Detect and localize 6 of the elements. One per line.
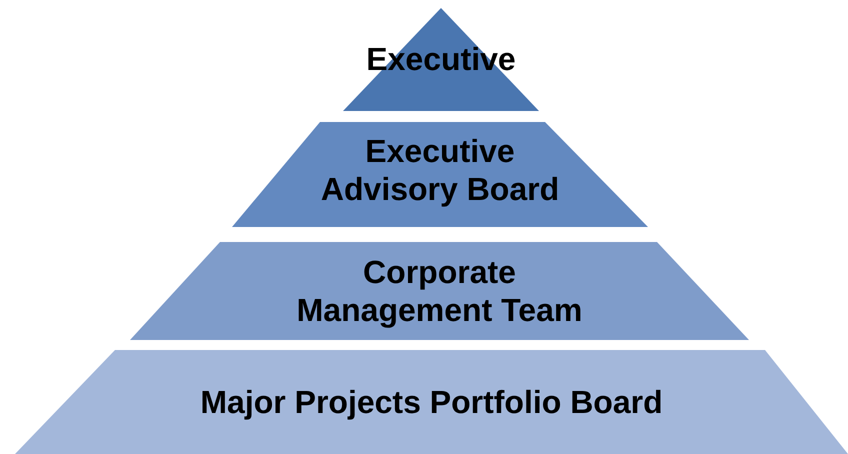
pyramid-tier xyxy=(15,350,848,454)
tier-label: Corporate Management Team xyxy=(296,253,584,329)
tier-label: Major Projects Portfolio Board xyxy=(200,383,663,421)
tier-label: Executive Advisory Board xyxy=(320,132,560,208)
pyramid-tier xyxy=(232,122,648,227)
pyramid-tier xyxy=(130,242,749,340)
